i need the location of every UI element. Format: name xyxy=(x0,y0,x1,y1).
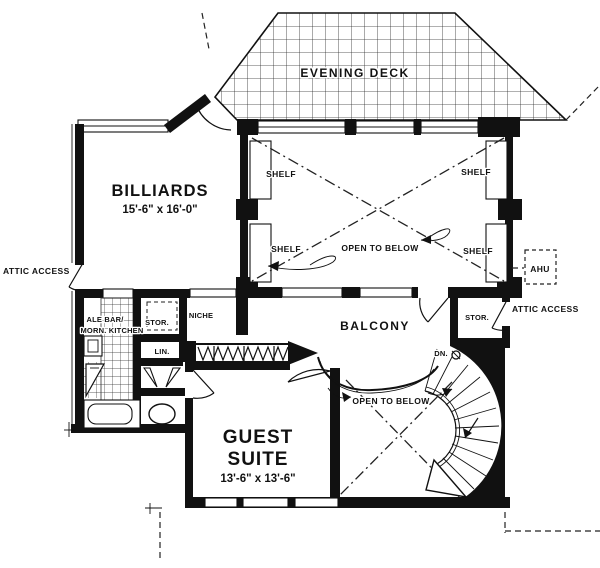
shelf-unit-bottom-right xyxy=(485,223,508,283)
shelf-unit-bottom-left xyxy=(249,223,272,283)
guest-door-arc xyxy=(192,392,215,399)
roof-dashed-line-left xyxy=(201,12,210,50)
shelf-label-tl: SHELF xyxy=(266,169,296,179)
dn-label: DN. xyxy=(434,349,448,358)
attic-door-right-leaf xyxy=(491,301,507,329)
stor-right-bottom-wall xyxy=(450,338,510,346)
north-wall xyxy=(237,117,520,137)
site-lines xyxy=(159,512,600,560)
stor-left-shelf xyxy=(146,301,178,331)
billiards-room xyxy=(68,94,232,432)
stor-right-door-leaf xyxy=(427,297,449,323)
vanity xyxy=(83,335,103,357)
attic-access-label-left: ATTIC ACCESS xyxy=(3,266,70,276)
ahu-label: AHU xyxy=(530,264,550,274)
open-below-diagonal-2 xyxy=(251,137,505,282)
niche-opening xyxy=(189,288,237,298)
hall-door-1 xyxy=(142,367,158,388)
balcony-label: BALCONY xyxy=(340,319,410,333)
guest-suite-dims: 13'-6" x 13'-6" xyxy=(220,473,295,485)
stair-direction-arrow xyxy=(463,428,472,438)
niche-pillar xyxy=(236,289,248,335)
guest-door2-leaf xyxy=(287,370,331,383)
stor-right-label: STOR. xyxy=(465,313,489,322)
attic-door-right-arc xyxy=(491,327,508,331)
attic-access-label-right: ATTIC ACCESS xyxy=(512,304,579,314)
shelf-label-bl: SHELF xyxy=(271,244,301,254)
stor-right-left-wall xyxy=(450,287,458,346)
ale-bar-label-2: MORN. KITCHEN xyxy=(80,326,143,335)
chamfer-wall xyxy=(163,94,212,133)
evening-deck xyxy=(201,12,600,121)
roof-dashed-line-right xyxy=(565,84,600,121)
mid-wall xyxy=(75,287,520,335)
guest-door2-arc xyxy=(287,368,331,383)
attic-door-left-leaf xyxy=(68,262,84,288)
shelf-unit-top-left xyxy=(249,140,272,200)
guest-suite xyxy=(145,289,510,514)
stor-left-label: STOR. xyxy=(145,318,169,327)
billiards-label: BILLIARDS xyxy=(112,182,209,200)
balcony-railing xyxy=(186,341,318,365)
stor-right-door-arc xyxy=(419,297,429,323)
right-side xyxy=(450,249,557,348)
stair-landing-wedge xyxy=(425,458,468,499)
swoosh-arrow-1 xyxy=(267,255,337,270)
billiards-dims: 15'-6" x 16'-0" xyxy=(122,204,197,216)
stair-inner-rail xyxy=(424,390,457,465)
open-below-label-lower: OPEN TO BELOW xyxy=(352,396,430,406)
shelf-unit-top-right xyxy=(485,140,508,200)
lin-label: LIN. xyxy=(155,347,170,356)
service-block xyxy=(64,289,193,437)
toilet xyxy=(148,403,176,425)
deck-door-arc xyxy=(195,103,232,131)
shower xyxy=(85,363,106,399)
guest-door-leaf xyxy=(192,369,215,394)
curved-stair xyxy=(424,346,505,501)
evening-deck-label: EVENING DECK xyxy=(300,66,409,80)
railing-arrow xyxy=(288,341,318,365)
shelf-label-tr: SHELF xyxy=(461,167,491,177)
guest-suite-label-2: SUITE xyxy=(228,449,289,470)
ahu-box xyxy=(524,249,557,285)
open-below-label-upper: OPEN TO BELOW xyxy=(341,243,419,253)
shelf-label-br: SHELF xyxy=(463,246,493,256)
upper-open-area xyxy=(236,135,522,298)
ale-bar-label-1: ALE BAR/ xyxy=(86,315,124,324)
guest-suite-label-1: GUEST xyxy=(223,427,293,448)
open-below-diagonal-1 xyxy=(251,137,505,282)
niche-label: NICHE xyxy=(189,311,213,320)
hall-door-2 xyxy=(165,367,182,388)
open-below2-diagonal-2 xyxy=(339,381,453,496)
